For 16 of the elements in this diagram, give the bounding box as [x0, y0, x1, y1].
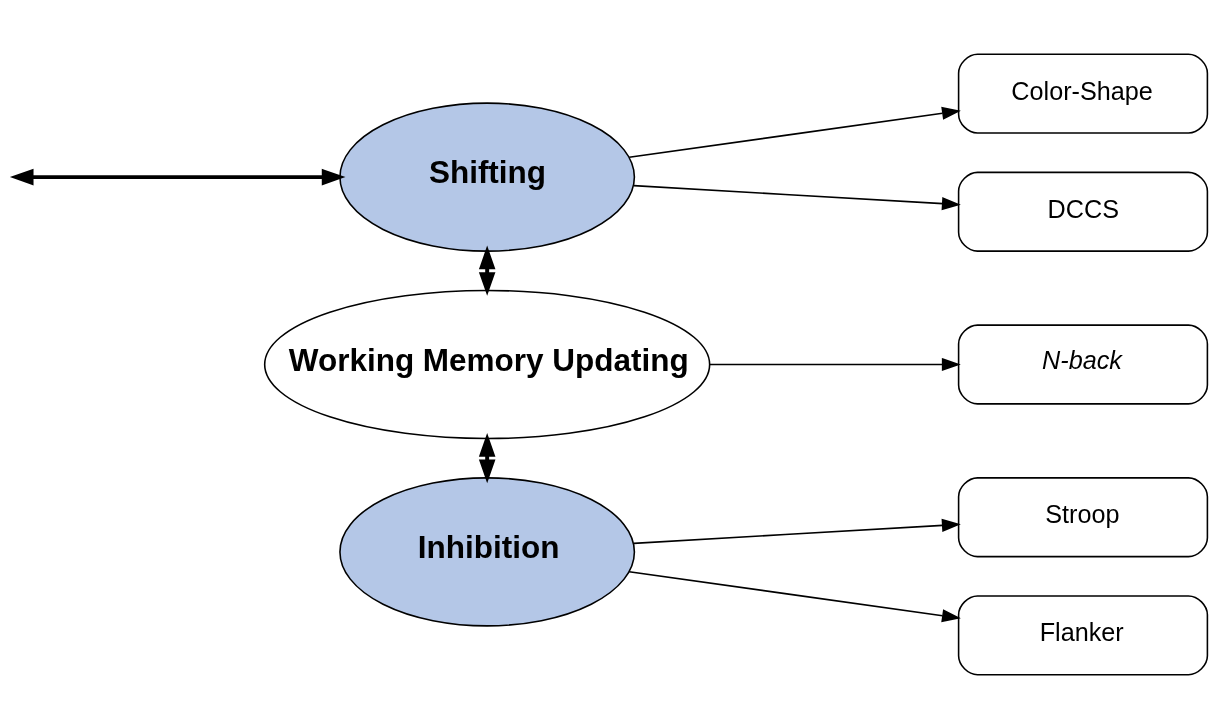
node-box: Flanker	[957, 594, 1209, 675]
node-box: DCCS	[957, 171, 1209, 252]
arrow	[9, 168, 346, 185]
node-ellipse: Shifting	[339, 101, 636, 252]
node-box: N-back	[957, 323, 1209, 405]
arrow	[709, 357, 961, 371]
node-box: Stroop	[957, 476, 1209, 557]
arrow	[628, 106, 961, 158]
arrow	[632, 184, 961, 210]
node-ellipse: Working Memory Updating	[263, 289, 711, 439]
node-ellipse: Inhibition	[339, 476, 636, 627]
arrow	[478, 432, 496, 483]
arrow	[632, 518, 961, 544]
arrow	[478, 245, 496, 296]
node-box: Color-Shape	[957, 53, 1209, 134]
arrow	[628, 570, 961, 622]
